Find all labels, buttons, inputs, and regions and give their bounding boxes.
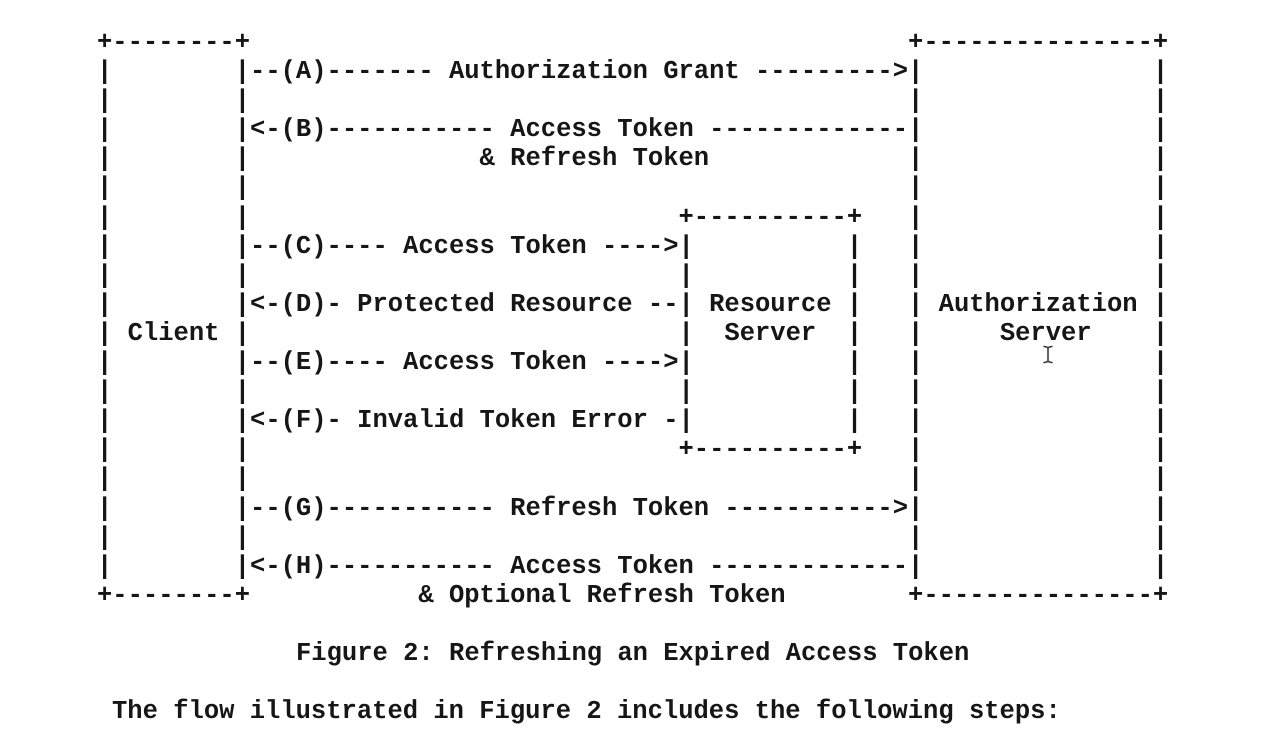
text-ibeam-cursor-icon — [1043, 345, 1053, 364]
body-paragraph: The flow illustrated in Figure 2 include… — [112, 697, 1061, 726]
oauth-refresh-flow-ascii-diagram: +--------+ +---------------+ | |--(A)---… — [97, 28, 1169, 610]
figure-caption: Figure 2: Refreshing an Expired Access T… — [296, 639, 970, 668]
